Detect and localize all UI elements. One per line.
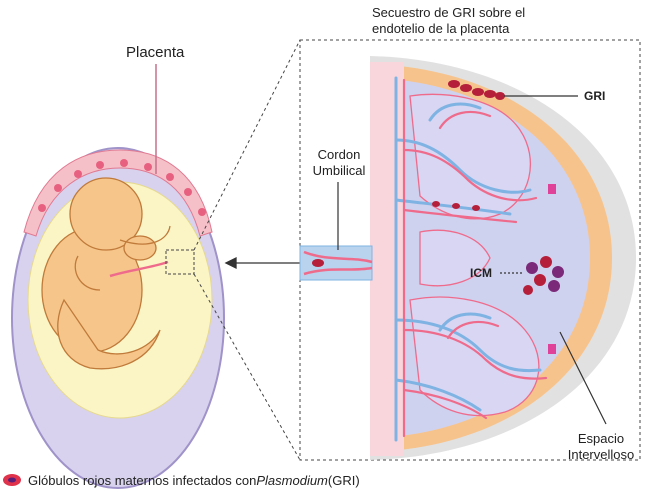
fetus-umbilical-cord	[109, 260, 169, 278]
legend: Glóbulos rojos maternos infectados con P…	[4, 470, 360, 490]
anchor-point-upper	[548, 184, 556, 194]
top-title-line1: Secuestro de GRI sobre el	[372, 5, 526, 20]
placenta-villi-dots	[38, 159, 206, 216]
infected-rbc-legend-icon	[3, 474, 21, 486]
sequestered-rbcs-top	[448, 80, 505, 100]
umbilical-cord-detail	[299, 245, 373, 281]
placenta-band	[23, 149, 213, 237]
placenta-cross-section	[299, 56, 636, 460]
detail-arrow	[224, 256, 300, 270]
icm-cluster	[523, 256, 564, 295]
space-label-line1: Espacio	[577, 431, 625, 446]
top-title-line2: endotelio de la placenta	[372, 21, 510, 36]
placenta-label: Placenta	[126, 44, 185, 61]
legend-text-italic: Plasmodium	[256, 472, 328, 488]
villous-lobes	[409, 93, 540, 417]
scattered-rbcs	[432, 201, 480, 211]
icm-label: ICM	[470, 266, 492, 280]
zoom-box	[165, 249, 195, 275]
gri-label: GRI	[584, 89, 606, 103]
zoom-guide-top	[193, 39, 301, 251]
uterus-illustration	[11, 39, 301, 489]
fetus	[41, 177, 171, 370]
space-label-line2: Intervelloso	[567, 447, 635, 462]
chorionic-plate	[370, 62, 404, 456]
cord-label-line1: Cordon	[317, 147, 361, 162]
villous-arteries	[402, 78, 548, 438]
legend-text-after: (GRI)	[327, 472, 360, 488]
villous-veins	[394, 76, 542, 442]
space-leader-line	[559, 331, 607, 425]
legend-text-before: Glóbulos rojos maternos infectados con	[28, 472, 257, 488]
anchor-point-lower	[548, 344, 556, 354]
cord-label-line2: Umbilical	[312, 163, 366, 178]
